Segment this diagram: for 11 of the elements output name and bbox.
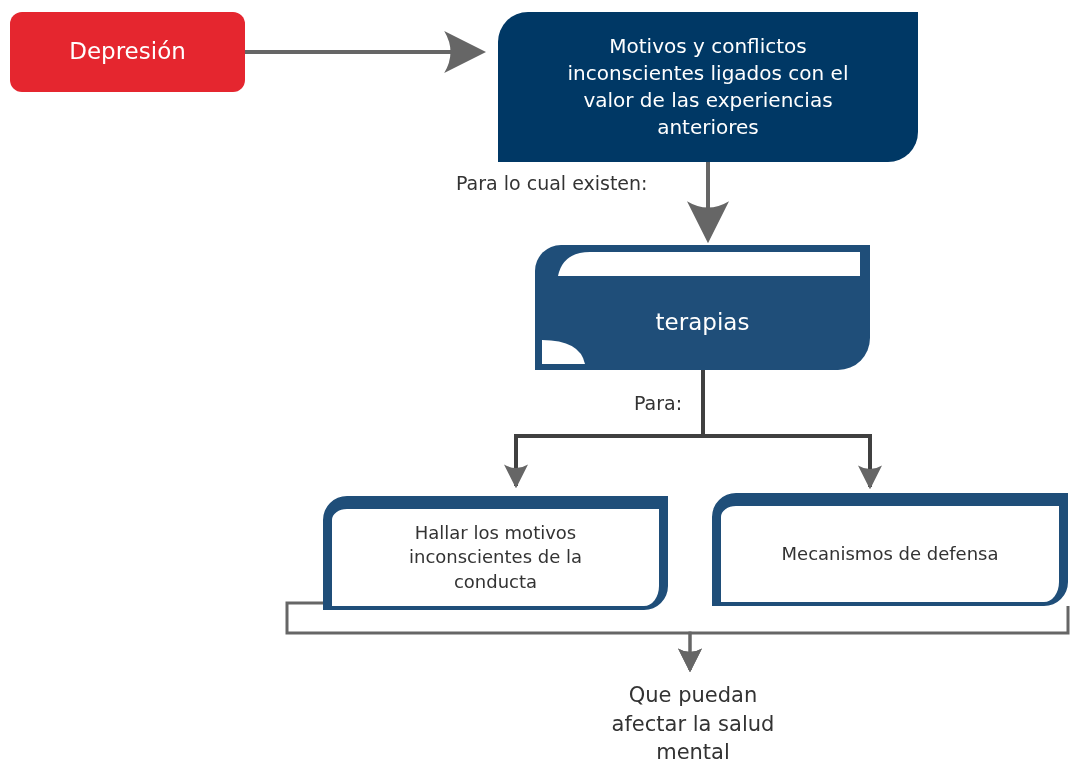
process-box <box>498 12 918 162</box>
node-text: terapias <box>655 307 750 337</box>
node-text: Que puedan afectar la salud mental <box>610 682 776 767</box>
process-box <box>10 12 245 92</box>
process-box <box>535 245 870 370</box>
node-text: Motivos y conflictos inconscientes ligados con el valor de las experiencias anteriores <box>566 33 850 141</box>
node-text: Depresión <box>69 37 186 67</box>
outlined-box <box>712 493 1068 606</box>
outlined-box <box>323 496 668 610</box>
node-text: Hallar los motivos inconscientes de la conducta <box>408 521 583 594</box>
node-text: Mecanismos de defensa <box>781 541 999 566</box>
